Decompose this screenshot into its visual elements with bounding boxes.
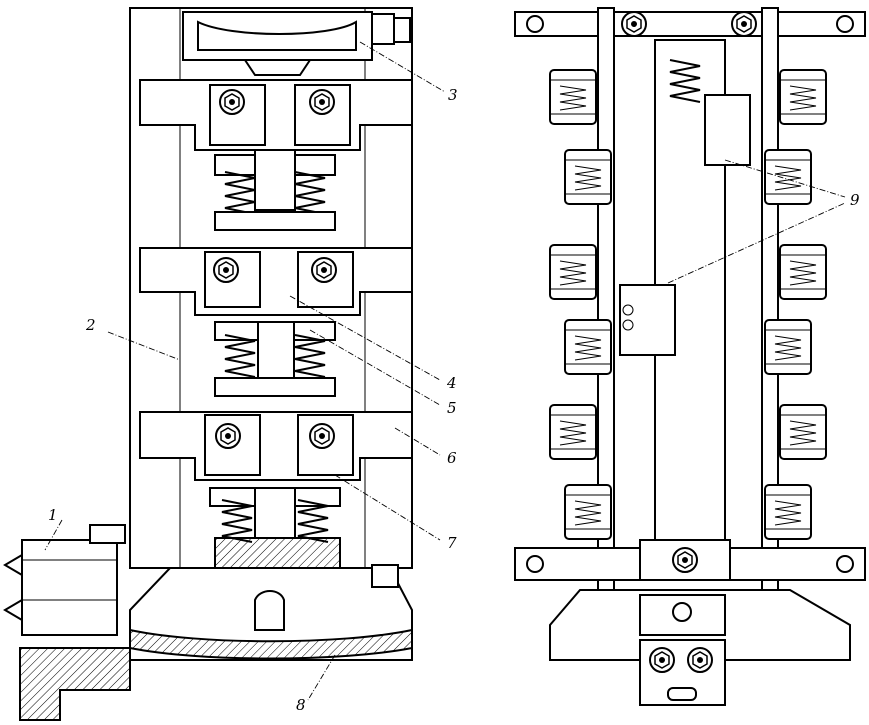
callout-3: 3 <box>448 86 458 104</box>
contact-row-bottom <box>139 411 413 569</box>
callout-8: 8 <box>296 696 306 714</box>
callout-1: 1 <box>48 506 58 524</box>
leader-lines <box>44 41 846 701</box>
callout-9: 9 <box>850 191 860 209</box>
right-view-exterior <box>514 7 866 706</box>
valve-1 <box>3 524 131 721</box>
contact-row-top <box>139 79 413 231</box>
left-view-sectional <box>3 7 413 721</box>
base-diaphragm-8 <box>129 564 413 661</box>
callout-4: 4 <box>446 374 457 392</box>
callout-7: 7 <box>447 534 457 552</box>
callout-2: 2 <box>85 316 96 334</box>
callout-5: 5 <box>447 399 457 417</box>
callout-6: 6 <box>447 449 457 467</box>
top-cap-3 <box>182 11 411 76</box>
contact-row-middle <box>139 247 413 397</box>
callout-labels: 1 2 3 4 5 6 7 8 9 <box>48 86 860 714</box>
